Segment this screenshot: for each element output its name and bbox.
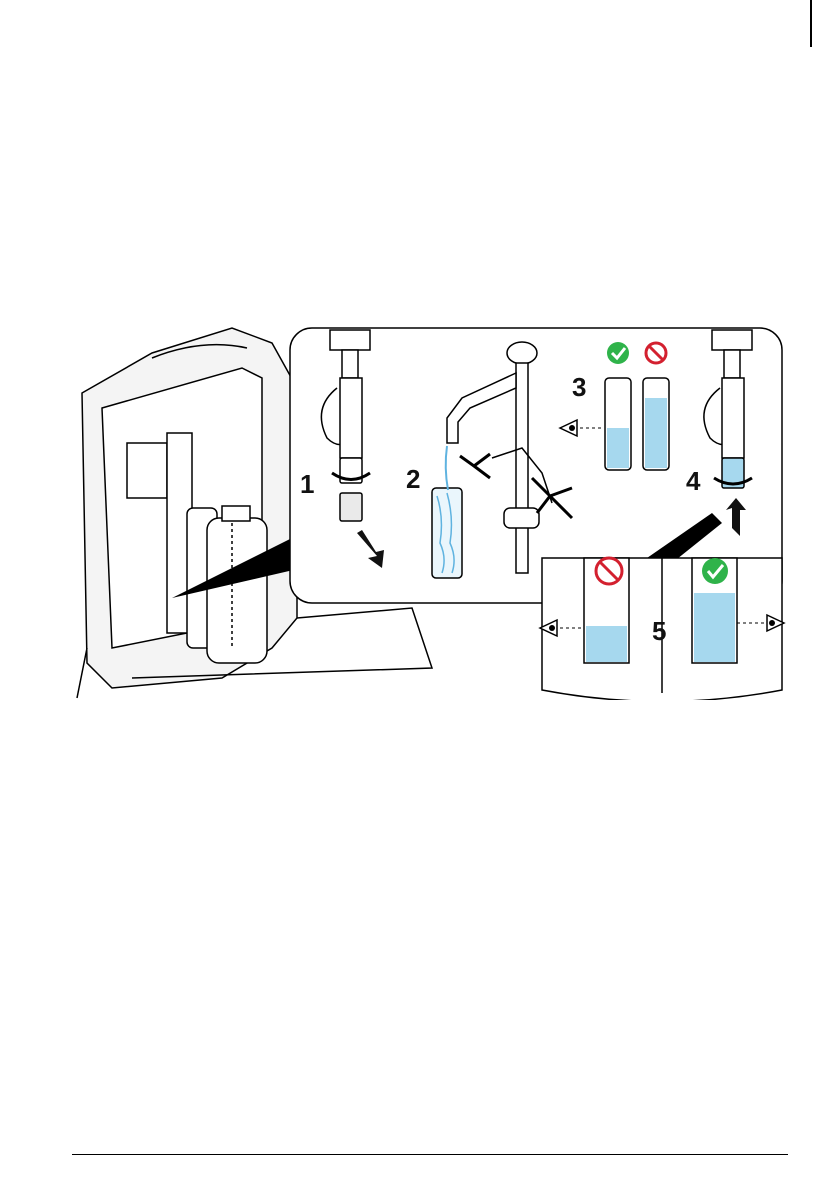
checkmark-icon (702, 558, 728, 584)
procedure-illustration: 1 2 3 4 (72, 318, 788, 700)
checkmark-icon (607, 342, 629, 364)
step-2-number: 2 (406, 464, 420, 494)
step-1-number: 1 (300, 469, 314, 499)
step-5-number: 5 (652, 616, 666, 646)
page-edge-marker (810, 0, 812, 47)
step-4-number: 4 (686, 466, 701, 496)
step-3-number: 3 (572, 372, 586, 402)
footer-rule (72, 1154, 788, 1155)
illustration-svg: 1 2 3 4 (72, 318, 788, 700)
